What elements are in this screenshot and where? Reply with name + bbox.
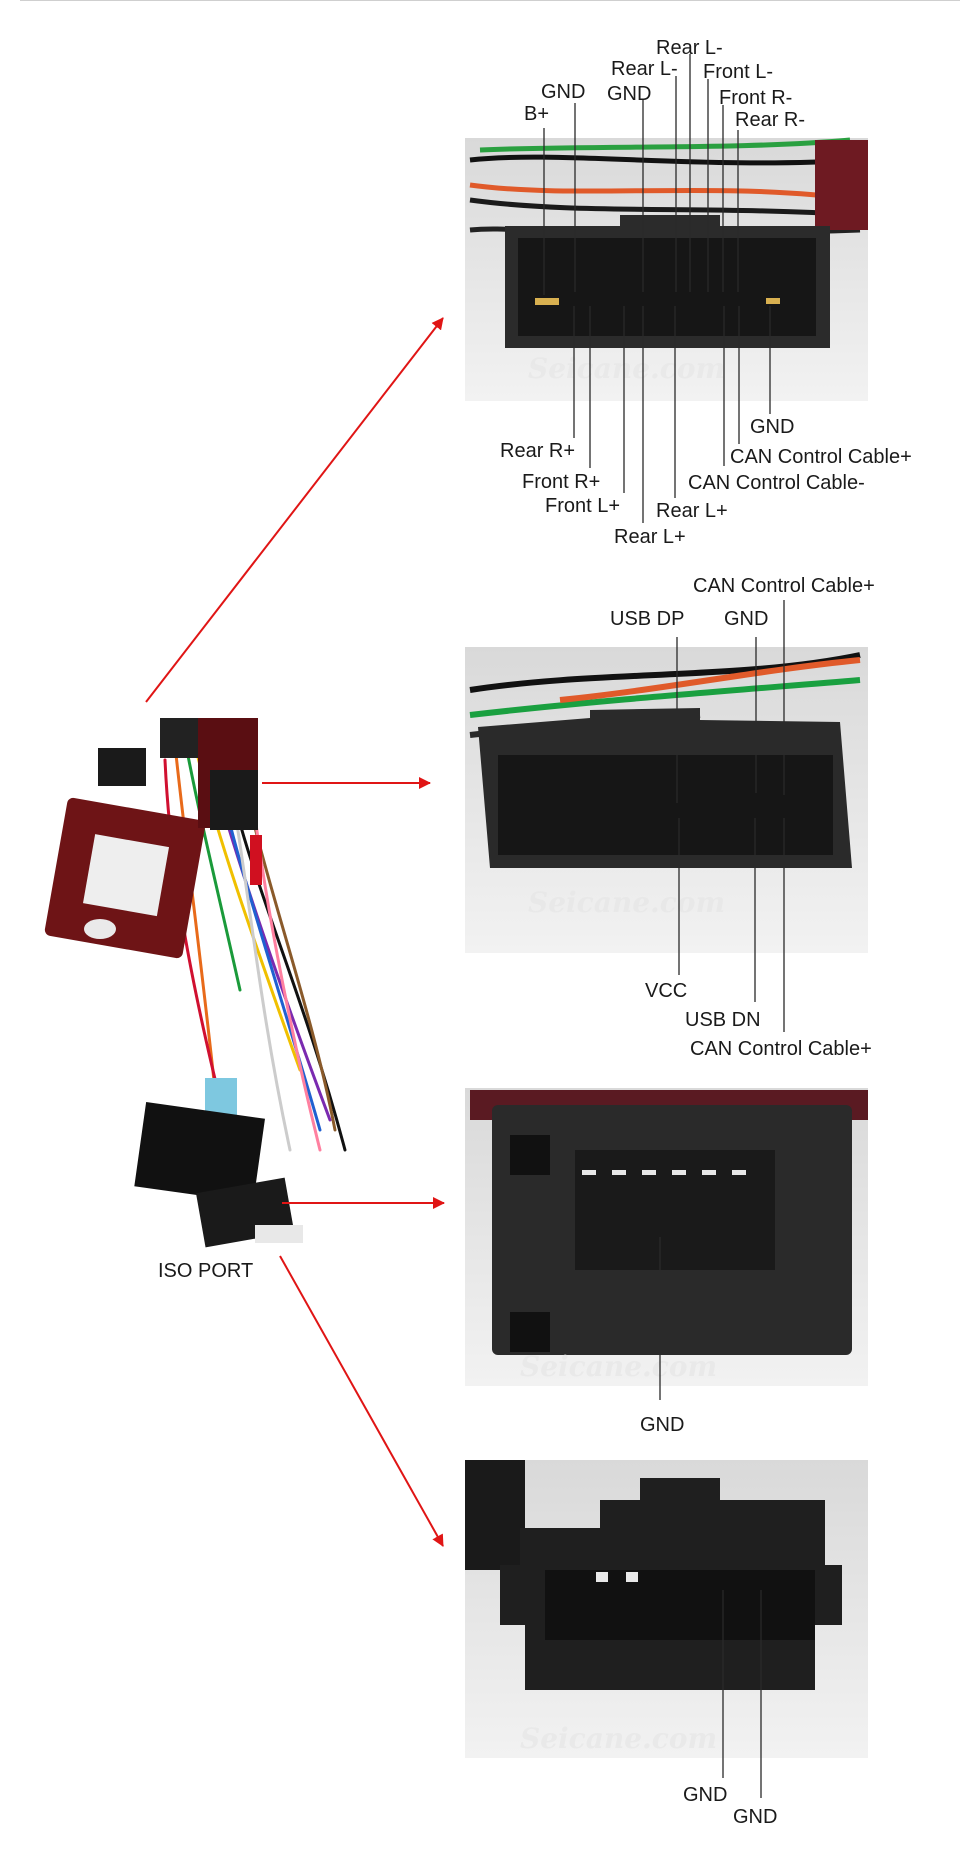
connector-4-watermark: Seicane.com [520, 1722, 717, 1755]
pin-label: CAN Control Cable+ [730, 446, 912, 468]
pin-label: Rear L- [611, 58, 678, 80]
pin-label: Rear L+ [614, 526, 686, 548]
connector-1-photo: Seicane.com [465, 137, 868, 401]
pin-label: Rear R- [735, 109, 805, 131]
connector-2-labels: CAN Control Cable+ USB DP GND VCC USB DN… [610, 575, 875, 1060]
pin-label: Front L+ [545, 495, 620, 517]
connector-1-labels: Rear L- Rear L- GND Front L- Front R- GN… [500, 37, 912, 548]
connector-4-photo: Seicane.com [465, 1460, 868, 1758]
connector-3-labels: GND [640, 1414, 684, 1436]
connector-3-photo: Seicane.com [465, 1088, 868, 1386]
top-divider [20, 0, 960, 1]
pin-label: Front L- [703, 61, 773, 83]
pin-label: B+ [524, 103, 549, 125]
connector-1-pin-lines [543, 54, 771, 523]
pin-label: GND [683, 1784, 727, 1806]
pointer-arrows [145, 317, 445, 1547]
pin-label: GND [724, 608, 768, 630]
pin-label: CAN Control Cable- [688, 472, 865, 494]
connector-4-labels: GND GND [683, 1784, 777, 1828]
pin-label: GND [640, 1414, 684, 1436]
pin-label: Front R+ [522, 471, 600, 493]
pin-label: CAN Control Cable+ [690, 1038, 872, 1060]
connector-2-photo: Seicane.com [465, 647, 868, 953]
pin-label: GND [541, 81, 585, 103]
connector-4-pin-lines [722, 1590, 762, 1798]
connector-2-pin-lines [676, 600, 785, 1032]
pin-label: Rear L+ [656, 500, 728, 522]
pin-label: USB DN [685, 1009, 761, 1031]
pin-label: VCC [645, 980, 687, 1002]
connector-2-watermark: Seicane.com [528, 886, 725, 919]
arrow-to-connector-4 [279, 1255, 444, 1547]
pin-label: Rear L- [656, 37, 723, 59]
connector-1-watermark: Seicane.com [528, 352, 725, 385]
pin-label: GND [750, 416, 794, 438]
pin-label: USB DP [610, 608, 684, 630]
pin-label: Front R- [719, 87, 792, 109]
pin-label: Rear R+ [500, 440, 575, 462]
arrow-to-connector-1 [145, 317, 444, 703]
pin-label: CAN Control Cable+ [693, 575, 875, 597]
connector-3-watermark: Seicane.com [520, 1350, 717, 1383]
pin-label: GND [733, 1806, 777, 1828]
wiring-harness-image [44, 718, 347, 1248]
iso-port-label: ISO PORT [158, 1260, 253, 1282]
pin-label: GND [607, 83, 651, 105]
